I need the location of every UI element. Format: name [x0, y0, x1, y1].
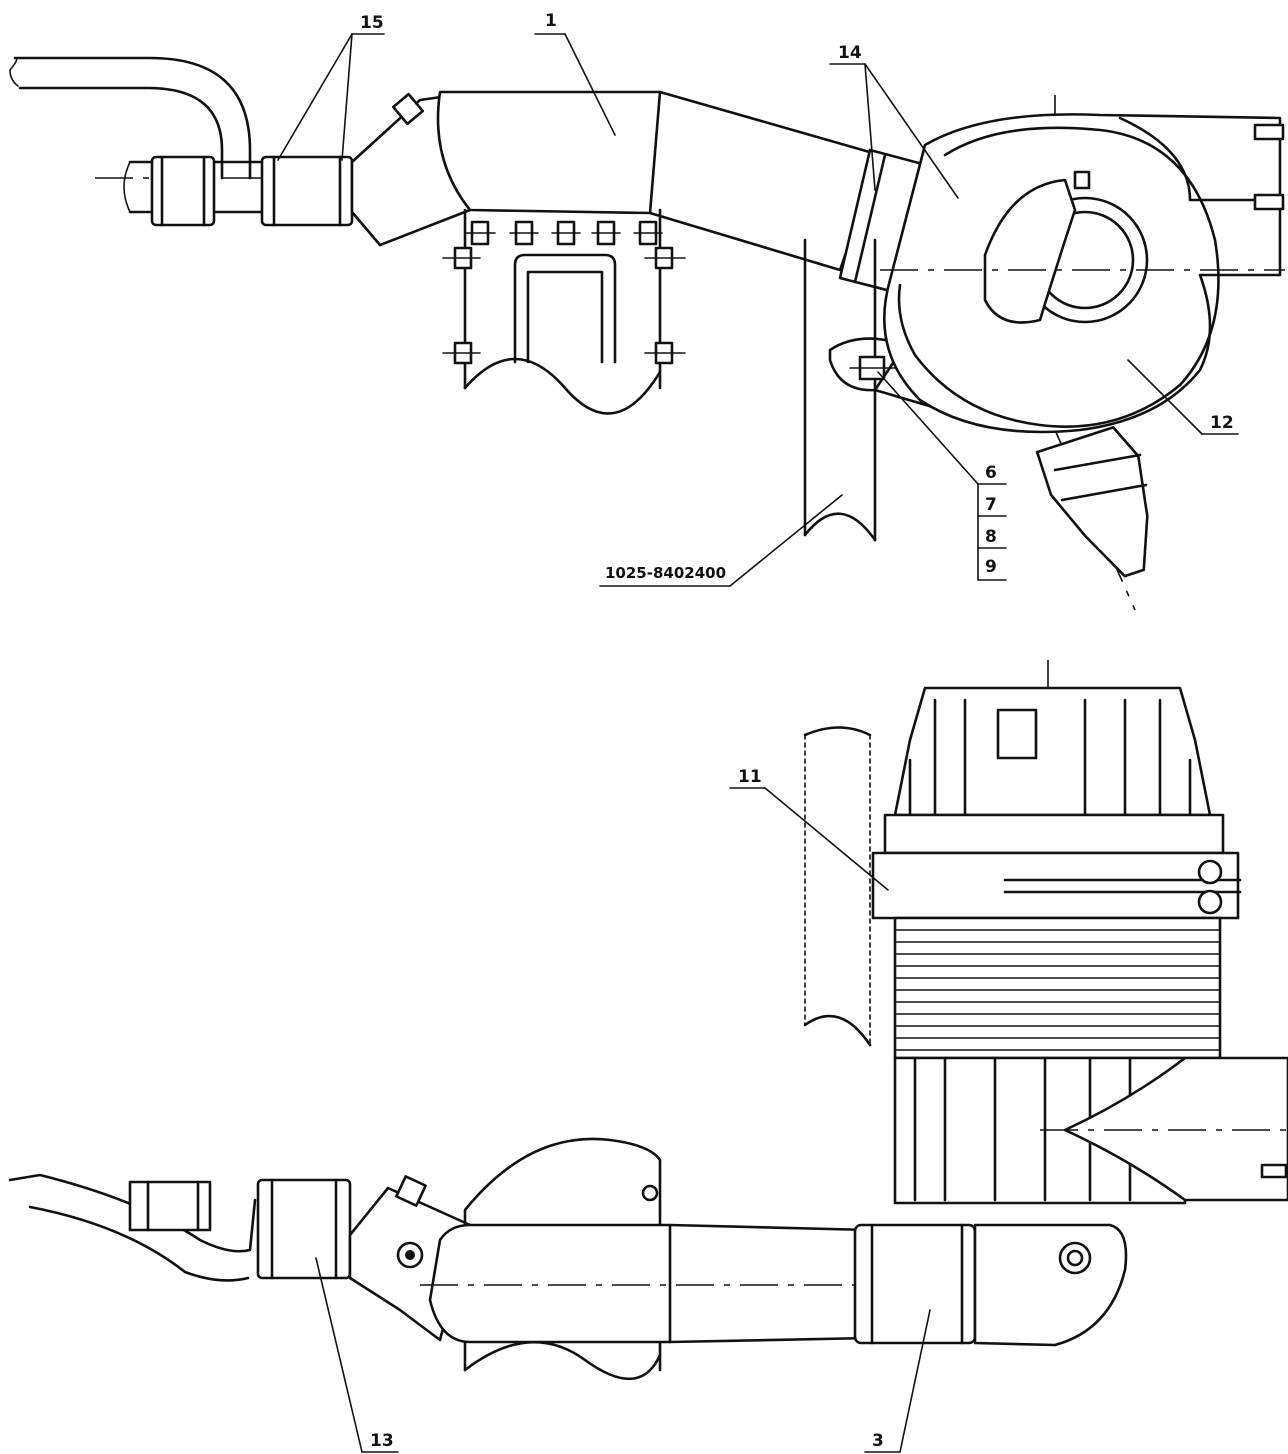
callout-part-number: 1025-8402400	[605, 564, 726, 582]
dust-valve-band-a	[1053, 453, 1142, 472]
housing-elbow	[983, 178, 1077, 324]
callout-6-leader	[877, 371, 979, 485]
top-clamp-hose-sleeve	[260, 155, 354, 227]
bolt	[442, 246, 481, 270]
housing-nipple	[1073, 170, 1091, 190]
bottom-intake-duct	[428, 1223, 872, 1344]
housing-tab-mid	[1253, 193, 1285, 211]
top-clamp-14-band-a	[853, 153, 887, 284]
callout-12-leader	[1127, 359, 1203, 435]
filter-pleats	[894, 929, 1221, 1051]
outlet-fitting-inner	[1066, 1249, 1084, 1267]
callout-12: 12	[1210, 413, 1234, 433]
cleaner-cover	[893, 686, 1212, 817]
cover-center-tab	[996, 708, 1038, 760]
bolt	[644, 341, 686, 365]
callout-part-number-leader	[729, 494, 843, 587]
callout-13-leader	[315, 1257, 363, 1453]
air-cleaner-housing	[883, 113, 1282, 434]
filter-body	[893, 916, 1222, 1060]
cleaner-outlet-elbow	[973, 1223, 1128, 1347]
top-hose-inner	[18, 86, 224, 180]
top-elbow-sensor	[391, 92, 425, 126]
callout-1-leader	[564, 33, 616, 136]
top-hose-break	[9, 57, 19, 87]
bracket-slot-inner	[526, 270, 604, 364]
bottom-bracket-break	[463, 1340, 662, 1381]
mounting-strap	[871, 851, 1240, 920]
callout-15-leader-b	[341, 33, 353, 161]
callout-14: 14	[838, 43, 862, 63]
callout-1: 1	[545, 11, 557, 31]
callouts: 15 1 14 12 6 7 8 9 1025-8402400 11	[277, 11, 1239, 1453]
callout-7: 7	[985, 495, 997, 515]
bolt	[464, 220, 496, 246]
top-pipe-break	[123, 161, 131, 213]
bolt	[644, 246, 686, 270]
bottom-bracket-bolt	[641, 1184, 659, 1202]
callout-14-leader-b	[864, 63, 959, 199]
bottom-elbow-fitting-core	[405, 1250, 415, 1260]
bottom-elbow-sensor	[395, 1175, 427, 1207]
callout-13: 13	[370, 1431, 394, 1451]
frame-rail-break	[803, 512, 877, 542]
bolt	[442, 341, 481, 365]
callout-15-leader-a	[277, 33, 353, 161]
bolt	[591, 220, 621, 246]
bottom-pipe-stub	[128, 1180, 212, 1232]
top-view	[9, 56, 1285, 611]
callout-8: 8	[985, 527, 997, 547]
bottom-clamp-13	[256, 1178, 352, 1280]
intake-duct	[436, 90, 882, 272]
callout-11: 11	[738, 767, 762, 787]
callout-9: 9	[985, 557, 997, 577]
callout-14-leader-a	[864, 63, 876, 191]
bracket-slot	[513, 253, 617, 364]
housing-tab-top	[1253, 123, 1285, 141]
side-outlet	[1063, 1056, 1288, 1202]
cleaner-body-rim	[883, 813, 1225, 855]
bottom-hose-inner	[28, 1205, 250, 1282]
strap-bolt-top	[1197, 859, 1223, 885]
bracket-bolts	[442, 220, 686, 365]
dust-valve-band-b	[1060, 483, 1148, 502]
callout-3-leader	[899, 1309, 931, 1453]
dust-valve	[1035, 426, 1149, 578]
top-hose-outer	[13, 56, 252, 180]
bolt	[633, 220, 663, 246]
side-outlet-tab	[1260, 1163, 1288, 1179]
frame-rail-bottom-breaks	[803, 726, 872, 1047]
intake-duct-joint	[648, 90, 662, 215]
callout-15: 15	[360, 13, 384, 33]
top-clamp-left	[150, 155, 216, 227]
strap-bolt-bottom	[1197, 889, 1223, 915]
frame-rail-bottom	[804, 734, 871, 1046]
lower-body-ribs	[913, 1056, 1132, 1202]
bottom-view	[8, 660, 1288, 1381]
callout-3: 3	[872, 1431, 884, 1451]
callout-11-leader	[764, 787, 889, 891]
housing-inner-rim	[897, 126, 1220, 428]
bracket-break	[463, 357, 662, 415]
bolt	[551, 220, 581, 246]
callout-6: 6	[985, 463, 997, 483]
bolt	[509, 220, 539, 246]
cover-ribs	[908, 698, 1192, 817]
